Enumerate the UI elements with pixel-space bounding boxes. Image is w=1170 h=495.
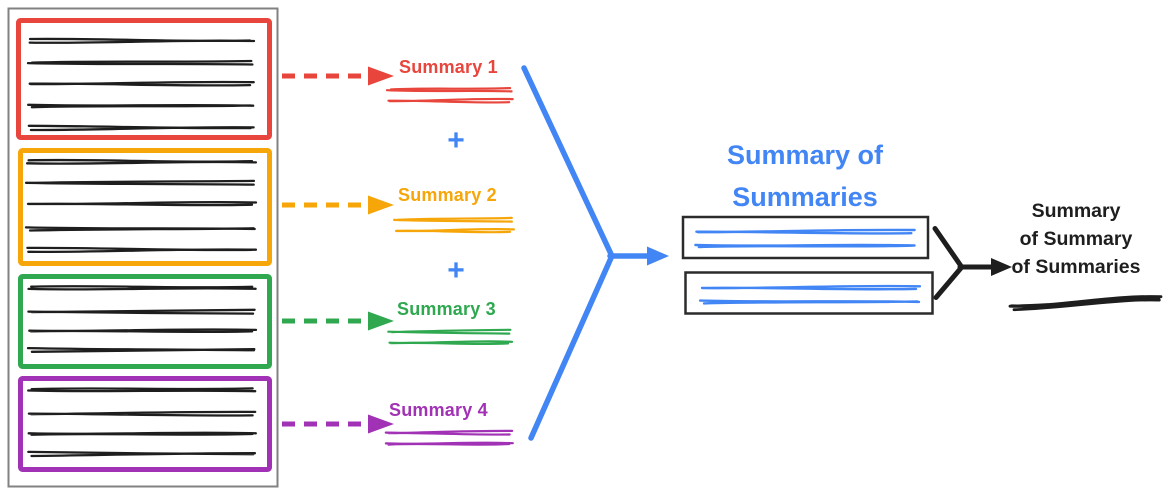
scribble-line: [28, 37, 256, 44]
scribble-line: [27, 285, 257, 291]
scribble-line: [387, 328, 512, 335]
scribble-line: [26, 59, 254, 66]
summary-2-scribble: [393, 216, 515, 234]
scribble-line: [26, 346, 256, 353]
summary-4-scribble: [384, 429, 514, 446]
scribble-line: [384, 429, 514, 436]
fork-arrow-to-final-icon: [932, 226, 1012, 300]
scribble-line: [26, 246, 258, 254]
arrow-doc2-to-summary2-icon: [282, 195, 394, 215]
document-1-text-scribbles: [26, 37, 256, 132]
arrow-doc1-to-summary1-icon: [282, 66, 394, 86]
plus-operator-2: +: [447, 254, 465, 287]
document-section-4: [18, 376, 272, 472]
document-section-3: [18, 274, 272, 369]
summary-of-summaries-title: Summary of Summaries: [726, 140, 884, 212]
scribble-line: [26, 200, 258, 207]
document-3-text-scribbles: [26, 285, 258, 353]
scribble-line: [700, 284, 922, 291]
scribble-line: [27, 410, 257, 417]
scribble-line: [1008, 297, 1161, 312]
scribble-line: [24, 179, 256, 186]
scribble-line: [24, 226, 256, 232]
summary-of-summaries-scribble-1: [694, 228, 916, 249]
final-summary-title-line-2: of Summary: [1019, 228, 1133, 250]
final-summary-scribble: [1008, 295, 1163, 312]
summary-3-label: Summary 3: [397, 299, 496, 319]
scribble-line: [27, 387, 257, 393]
summary-4-label: Summary 4: [389, 400, 488, 420]
scribble-line: [393, 216, 513, 223]
final-summary-title-line-1: Summary: [1031, 200, 1121, 222]
scribble-line: [387, 97, 514, 104]
scribble-line: [27, 308, 256, 315]
scribble-line: [27, 103, 255, 109]
summary-of-summaries-scribble-2: [698, 284, 922, 305]
document-section-1: [16, 18, 272, 140]
merge-arrow-icon: [521, 65, 669, 441]
scribble-line: [28, 328, 258, 334]
document-2-text-scribbles: [24, 158, 258, 254]
arrow-doc3-to-summary3-icon: [282, 311, 394, 331]
document-stack-frame: [7, 7, 279, 488]
scribble-line: [27, 450, 257, 458]
summary-2-label: Summary 2: [398, 185, 497, 205]
scribble-line: [395, 227, 515, 234]
final-summary-title-line-3: of Summaries: [1011, 256, 1141, 278]
summary-of-summaries-box-2: [684, 271, 934, 315]
summary-1-label: Summary 1: [399, 57, 498, 77]
plus-operator-1: +: [447, 124, 465, 157]
scribble-line: [28, 80, 255, 87]
summary-3-scribble: [387, 328, 514, 346]
scribble-line: [27, 431, 257, 436]
document-4-text-scribbles: [27, 387, 257, 458]
final-summary-title: Summary of Summary of Summaries: [1000, 197, 1152, 281]
scribble-line: [698, 299, 921, 305]
scribble-line: [385, 87, 513, 93]
scribble-line: [694, 243, 916, 249]
scribble-line: [25, 158, 258, 165]
summary-1-scribble: [385, 87, 514, 104]
arrow-doc4-to-summary4-icon: [282, 414, 394, 434]
scribble-line: [27, 124, 255, 132]
scribble-line: [388, 340, 514, 346]
scribble-line: [695, 228, 916, 235]
summary-of-summaries-box-1: [681, 215, 930, 260]
document-section-2: [18, 148, 272, 266]
scribble-line: [384, 441, 514, 446]
